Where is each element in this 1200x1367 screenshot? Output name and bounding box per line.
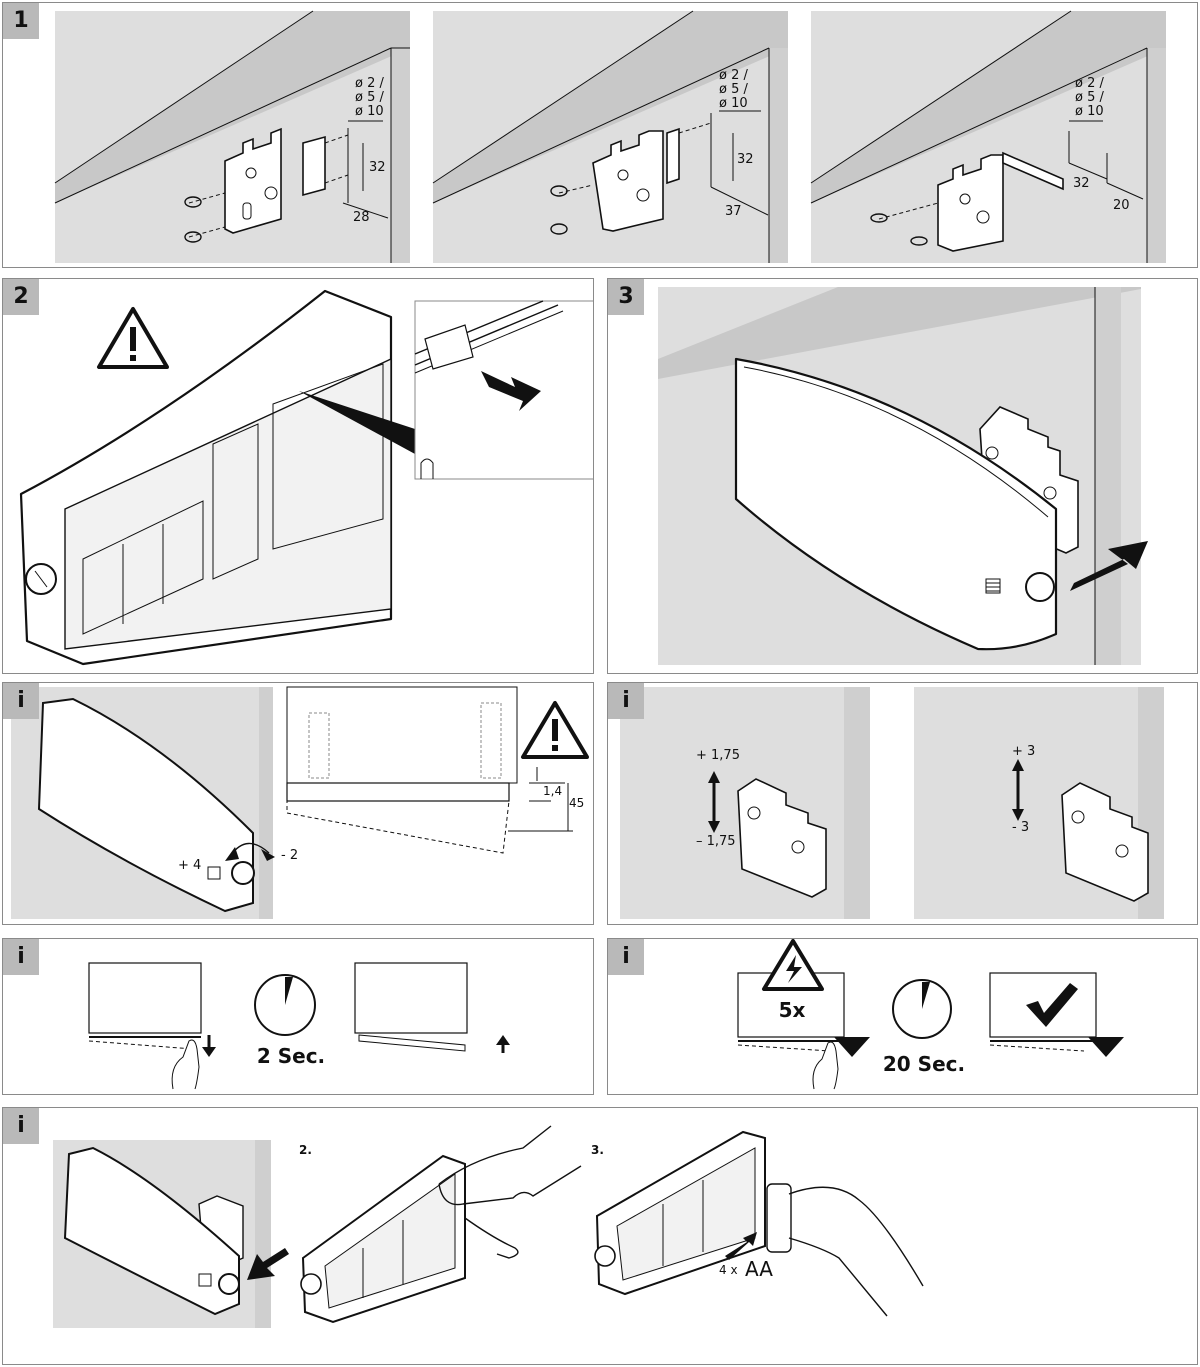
clock-icon xyxy=(254,974,316,1036)
mounting-plate-drilling-diagrams: ø 2 / ø 5 / ø 10 32 28 ø 2 / ø xyxy=(54,10,1166,263)
svg-text:32: 32 xyxy=(737,152,754,167)
open-housing-diagram xyxy=(19,289,593,666)
variant-a: ø 2 / ø 5 / ø 10 32 28 xyxy=(54,10,410,263)
hand-icon xyxy=(438,1125,582,1259)
panel-info-plate-adjust: i + 1,75 – 1,75 + 3 - 3 xyxy=(607,682,1198,925)
step-number-1: 1 xyxy=(3,3,39,39)
svg-text:20 Sec.: 20 Sec. xyxy=(883,1052,965,1076)
indicator-grille-icon xyxy=(985,578,1001,594)
mounting-plate xyxy=(737,778,827,898)
svg-text:ø 2 /: ø 2 / xyxy=(719,68,748,83)
svg-text:- 2: - 2 xyxy=(281,848,298,863)
svg-text:37: 37 xyxy=(725,204,742,219)
short-press-diagram: 2 Sec. xyxy=(88,962,510,1090)
panel-step-2: 2 xyxy=(2,278,594,674)
housing-cover xyxy=(734,357,1058,651)
svg-text:ø 10: ø 10 xyxy=(355,104,384,119)
high-voltage-warning-icon xyxy=(762,939,824,991)
panel-info-tilt-adjust: i + 4 - 2 1,4 45 xyxy=(2,682,594,925)
panel-info-short-press: i 2 Sec. xyxy=(2,938,594,1095)
battery-icon xyxy=(766,1183,792,1253)
tilt-adjust-diagram: + 4 - 2 1,4 45 xyxy=(11,686,589,919)
mounting-plate xyxy=(224,127,282,234)
svg-text:ø 10: ø 10 xyxy=(1075,104,1104,119)
svg-text:4 x: 4 x xyxy=(719,1263,738,1277)
warning-triangle-icon xyxy=(97,307,169,369)
svg-text:ø 5 /: ø 5 / xyxy=(1075,90,1104,105)
variant-b: ø 2 / ø 5 / ø 10 32 37 xyxy=(432,10,788,263)
cabinet-door xyxy=(354,962,468,1034)
svg-text:ø 5 /: ø 5 / xyxy=(719,82,748,97)
detail-inset xyxy=(414,300,593,480)
svg-text:1,4: 1,4 xyxy=(543,784,562,798)
arrow-down-icon xyxy=(834,1037,870,1057)
svg-text:32: 32 xyxy=(1073,176,1090,191)
cabinet-door xyxy=(989,972,1097,1038)
mounting-plate xyxy=(1061,782,1149,902)
hand-icon xyxy=(788,1186,924,1317)
arrow-down-icon xyxy=(1088,1037,1124,1057)
svg-text:45: 45 xyxy=(569,796,584,810)
flap-closed xyxy=(286,782,510,802)
panel-info-battery: i 1. 2. 3. xyxy=(2,1107,1198,1365)
checkmark-icon xyxy=(1026,983,1078,1027)
step-3-insert-batteries: 4 x AA xyxy=(594,1130,924,1317)
info-icon: i xyxy=(3,1108,39,1144)
svg-text:20: 20 xyxy=(1113,198,1130,213)
pull-arrow-icon xyxy=(481,371,541,411)
svg-text:28: 28 xyxy=(353,210,370,225)
spacer-strip xyxy=(302,135,326,197)
step-number-2: 2 xyxy=(3,279,39,315)
svg-text:+ 4: + 4 xyxy=(178,858,201,873)
svg-text:2.: 2. xyxy=(299,1143,312,1157)
plate-adjust-diagram: + 1,75 – 1,75 + 3 - 3 xyxy=(620,687,1164,919)
variant-c: ø 2 / ø 5 / ø 10 32 20 xyxy=(810,10,1166,263)
hand-press-icon xyxy=(171,1039,200,1090)
step-2-open-housing xyxy=(300,1125,582,1324)
panel-info-reset: i 5x 20 Sec. xyxy=(607,938,1198,1095)
info-icon: i xyxy=(608,683,644,719)
attach-housing-diagram xyxy=(658,287,1148,665)
svg-text:+ 3: + 3 xyxy=(1012,744,1035,759)
arrow-up-icon xyxy=(496,1035,510,1045)
clock-icon xyxy=(892,979,952,1039)
arrow-down-icon xyxy=(202,1047,216,1057)
mounting-plate xyxy=(937,154,1004,252)
reset-diagram: 5x 20 Sec. xyxy=(737,939,1124,1090)
insert-arrow-icon xyxy=(725,1232,757,1260)
svg-text:– 1,75: – 1,75 xyxy=(696,834,736,849)
svg-text:AA: AA xyxy=(745,1257,773,1281)
remove-arrow-icon xyxy=(247,1248,289,1280)
info-icon: i xyxy=(608,939,644,975)
step-1-remove-cover xyxy=(53,1140,289,1328)
hand-press-icon xyxy=(812,1041,839,1090)
cabinet-door xyxy=(88,962,202,1034)
flap-open xyxy=(286,800,510,854)
svg-text:5x: 5x xyxy=(779,998,806,1022)
svg-text:+ 1,75: + 1,75 xyxy=(696,748,740,763)
panel-step-3: 3 xyxy=(607,278,1198,674)
svg-text:ø 2 /: ø 2 / xyxy=(1075,76,1104,91)
detail-pointer xyxy=(299,391,415,454)
svg-text:- 3: - 3 xyxy=(1012,820,1029,835)
adjustment-knob xyxy=(231,861,255,885)
info-icon: i xyxy=(3,939,39,975)
battery-replacement-diagram: 1. 2. 3. 4 x xyxy=(53,1125,924,1328)
mount-arrow-icon xyxy=(1070,541,1148,591)
info-icon: i xyxy=(3,683,39,719)
indicator-grille-icon xyxy=(207,866,221,880)
svg-text:2 Sec.: 2 Sec. xyxy=(257,1044,325,1068)
svg-text:ø 2 /: ø 2 / xyxy=(355,76,384,91)
mounting-plate xyxy=(592,130,664,232)
svg-text:3.: 3. xyxy=(591,1143,604,1157)
warning-triangle-icon xyxy=(521,701,589,759)
svg-text:32: 32 xyxy=(369,160,386,175)
svg-text:ø 5 /: ø 5 / xyxy=(355,90,384,105)
svg-text:ø 10: ø 10 xyxy=(719,96,748,111)
panel-step-1: 1 ø 2 / ø 5 / ø 10 xyxy=(2,2,1198,268)
adjustment-knob xyxy=(1025,572,1055,602)
step-number-3: 3 xyxy=(608,279,644,315)
